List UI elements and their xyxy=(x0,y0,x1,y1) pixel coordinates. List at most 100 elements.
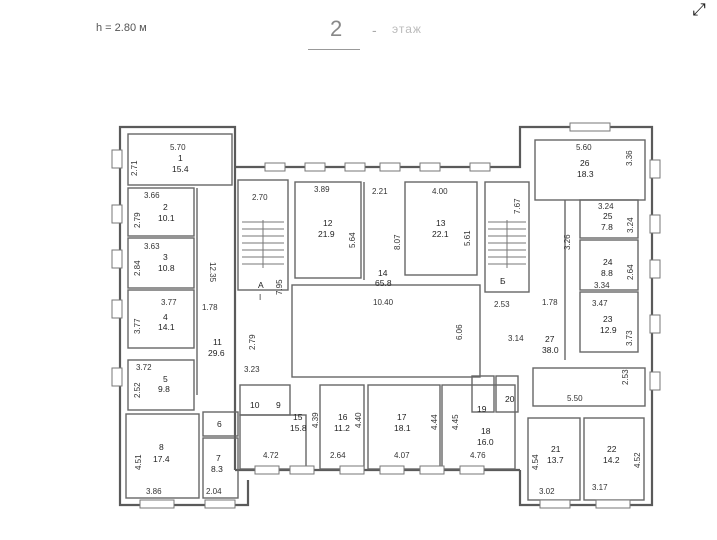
svg-text:2.84: 2.84 xyxy=(133,260,142,276)
svg-text:22: 22 xyxy=(607,444,617,454)
svg-text:15.4: 15.4 xyxy=(172,164,189,174)
svg-text:5.61: 5.61 xyxy=(463,230,472,246)
expand-arrows-icon[interactable]: ⤢ xyxy=(692,0,706,19)
svg-text:3: 3 xyxy=(163,252,168,262)
svg-text:5.50: 5.50 xyxy=(567,394,583,403)
svg-text:27: 27 xyxy=(545,334,555,344)
svg-text:1.78: 1.78 xyxy=(202,303,218,312)
svg-text:4: 4 xyxy=(163,312,168,322)
svg-text:20: 20 xyxy=(505,394,515,404)
svg-text:2.21: 2.21 xyxy=(372,187,388,196)
svg-text:3.73: 3.73 xyxy=(625,330,634,346)
svg-text:2.53: 2.53 xyxy=(494,300,510,309)
floor-word: этаж xyxy=(392,22,422,36)
svg-text:8.3: 8.3 xyxy=(211,464,223,474)
svg-text:12.9: 12.9 xyxy=(600,325,617,335)
svg-text:65.8: 65.8 xyxy=(375,278,392,288)
svg-text:3.36: 3.36 xyxy=(625,150,634,166)
svg-text:6.06: 6.06 xyxy=(455,324,464,340)
svg-text:19: 19 xyxy=(477,404,487,414)
svg-text:3.34: 3.34 xyxy=(594,281,610,290)
svg-text:10.40: 10.40 xyxy=(373,298,394,307)
svg-text:4.54: 4.54 xyxy=(531,454,540,470)
svg-text:I: I xyxy=(259,293,261,302)
floor-dash: - xyxy=(372,22,377,38)
svg-text:9: 9 xyxy=(276,400,281,410)
svg-text:2: 2 xyxy=(163,202,168,212)
floor-number: 2 xyxy=(330,16,343,41)
svg-text:26: 26 xyxy=(580,158,590,168)
svg-text:2.52: 2.52 xyxy=(133,382,142,398)
svg-text:17: 17 xyxy=(397,412,407,422)
svg-text:3.66: 3.66 xyxy=(144,191,160,200)
svg-text:22.1: 22.1 xyxy=(432,229,449,239)
svg-text:5: 5 xyxy=(163,374,168,384)
svg-text:2.79: 2.79 xyxy=(133,212,142,228)
room-labels: 5.70 1 15.4 2.71 3.66 2 10.1 2.79 3.63 3… xyxy=(130,143,642,496)
svg-text:10.8: 10.8 xyxy=(158,263,175,273)
svg-text:7.67: 7.67 xyxy=(513,198,522,214)
svg-text:3.02: 3.02 xyxy=(539,487,555,496)
svg-text:3.77: 3.77 xyxy=(133,318,142,334)
svg-text:4.45: 4.45 xyxy=(451,414,460,430)
svg-text:2.04: 2.04 xyxy=(206,487,222,496)
walls xyxy=(118,125,654,507)
svg-text:5.70: 5.70 xyxy=(170,143,186,152)
svg-text:14: 14 xyxy=(378,268,388,278)
svg-text:3.89: 3.89 xyxy=(314,185,330,194)
svg-text:2.64: 2.64 xyxy=(626,264,635,280)
svg-text:15.8: 15.8 xyxy=(290,423,307,433)
stair-treads xyxy=(242,220,526,268)
svg-text:24: 24 xyxy=(603,257,613,267)
svg-text:4.51: 4.51 xyxy=(134,454,143,470)
svg-text:16: 16 xyxy=(338,412,348,422)
svg-text:3.72: 3.72 xyxy=(136,363,152,372)
svg-text:38.0: 38.0 xyxy=(542,345,559,355)
svg-text:8.8: 8.8 xyxy=(601,268,613,278)
svg-text:2.70: 2.70 xyxy=(252,193,268,202)
svg-text:А: А xyxy=(258,280,264,290)
svg-text:4.40: 4.40 xyxy=(354,412,363,428)
ceiling-height-label: h = 2.80 м xyxy=(96,22,147,34)
svg-text:6: 6 xyxy=(217,419,222,429)
svg-text:11: 11 xyxy=(213,337,222,347)
svg-text:1.78: 1.78 xyxy=(542,298,558,307)
svg-text:2.71: 2.71 xyxy=(130,160,139,176)
svg-text:5.60: 5.60 xyxy=(576,143,592,152)
svg-text:23: 23 xyxy=(603,314,613,324)
svg-text:7: 7 xyxy=(216,453,221,463)
svg-text:17.4: 17.4 xyxy=(153,454,170,464)
svg-text:21: 21 xyxy=(551,444,561,454)
svg-text:8.07: 8.07 xyxy=(393,234,402,250)
svg-text:3.63: 3.63 xyxy=(144,242,160,251)
svg-text:4.07: 4.07 xyxy=(394,451,410,460)
svg-text:7.95: 7.95 xyxy=(275,279,284,295)
svg-text:3.47: 3.47 xyxy=(592,299,608,308)
svg-text:8: 8 xyxy=(159,442,164,452)
svg-text:25: 25 xyxy=(603,211,613,221)
svg-text:3.14: 3.14 xyxy=(508,334,524,343)
svg-text:3.17: 3.17 xyxy=(592,483,608,492)
svg-text:9.8: 9.8 xyxy=(158,384,170,394)
svg-text:3.86: 3.86 xyxy=(146,487,162,496)
svg-text:3.26: 3.26 xyxy=(563,234,572,250)
svg-text:10: 10 xyxy=(250,400,260,410)
svg-text:2.64: 2.64 xyxy=(330,451,346,460)
svg-text:4.76: 4.76 xyxy=(470,451,486,460)
svg-text:18: 18 xyxy=(481,426,491,436)
svg-text:7.8: 7.8 xyxy=(601,222,613,232)
svg-text:2.79: 2.79 xyxy=(248,334,257,350)
svg-text:12.35: 12.35 xyxy=(208,262,217,283)
svg-text:16.0: 16.0 xyxy=(477,437,494,447)
svg-text:5.64: 5.64 xyxy=(348,232,357,248)
svg-text:3.24: 3.24 xyxy=(626,217,635,233)
svg-text:29.6: 29.6 xyxy=(208,348,225,358)
svg-text:13.7: 13.7 xyxy=(547,455,564,465)
svg-text:2.53: 2.53 xyxy=(621,369,630,385)
svg-text:4.44: 4.44 xyxy=(430,414,439,430)
svg-text:1: 1 xyxy=(178,153,183,163)
windows xyxy=(111,122,661,509)
svg-text:14.2: 14.2 xyxy=(603,455,620,465)
svg-text:Б: Б xyxy=(500,276,506,286)
